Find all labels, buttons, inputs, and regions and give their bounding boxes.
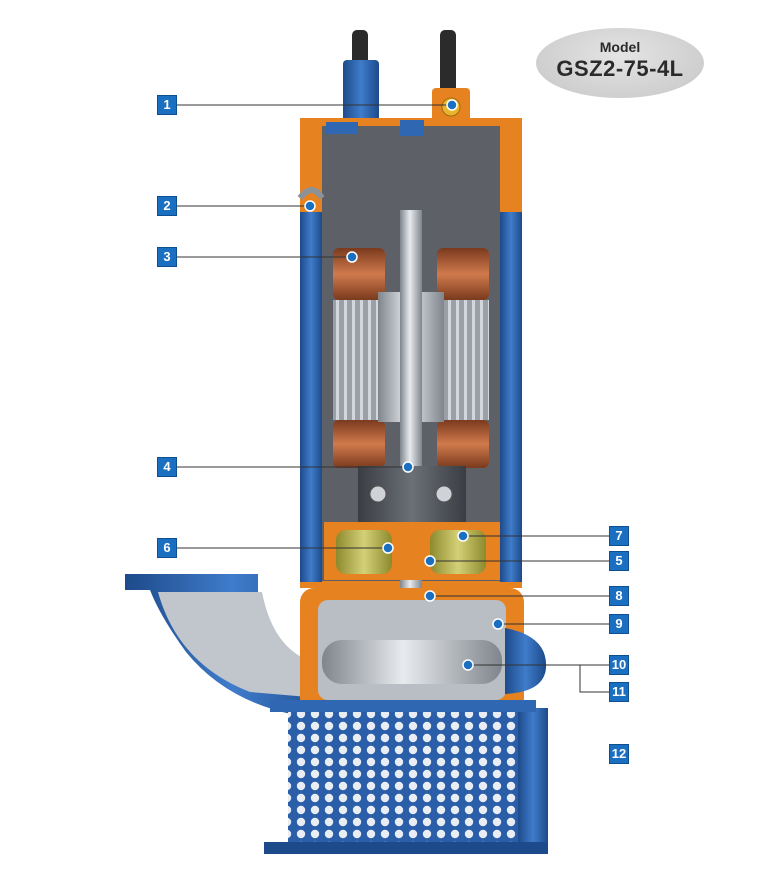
callout-4: 4	[157, 457, 177, 477]
callout-7: 7	[609, 526, 629, 546]
bearing-housing	[358, 466, 466, 522]
model-label: Model	[599, 39, 641, 55]
callout-8: 8	[609, 586, 629, 606]
callout-2: 2	[157, 196, 177, 216]
callout-10: 10	[609, 655, 629, 675]
callout-3: 3	[157, 247, 177, 267]
model-badge: Model GSZ2-75-4L	[536, 28, 704, 98]
pump-casing	[300, 588, 547, 712]
strainer	[264, 700, 548, 854]
leader-lines	[177, 104, 609, 693]
callout-1: 1	[157, 95, 177, 115]
callout-11: 11	[609, 682, 629, 702]
callout-12: 12	[609, 744, 629, 764]
callout-6: 6	[157, 538, 177, 558]
leader-dots	[304, 99, 504, 671]
callout-9: 9	[609, 614, 629, 634]
impeller	[322, 640, 502, 684]
callout-5: 5	[609, 551, 629, 571]
model-value: GSZ2-75-4L	[556, 56, 684, 81]
oil-chamber	[324, 522, 500, 580]
discharge-elbow	[125, 574, 340, 720]
